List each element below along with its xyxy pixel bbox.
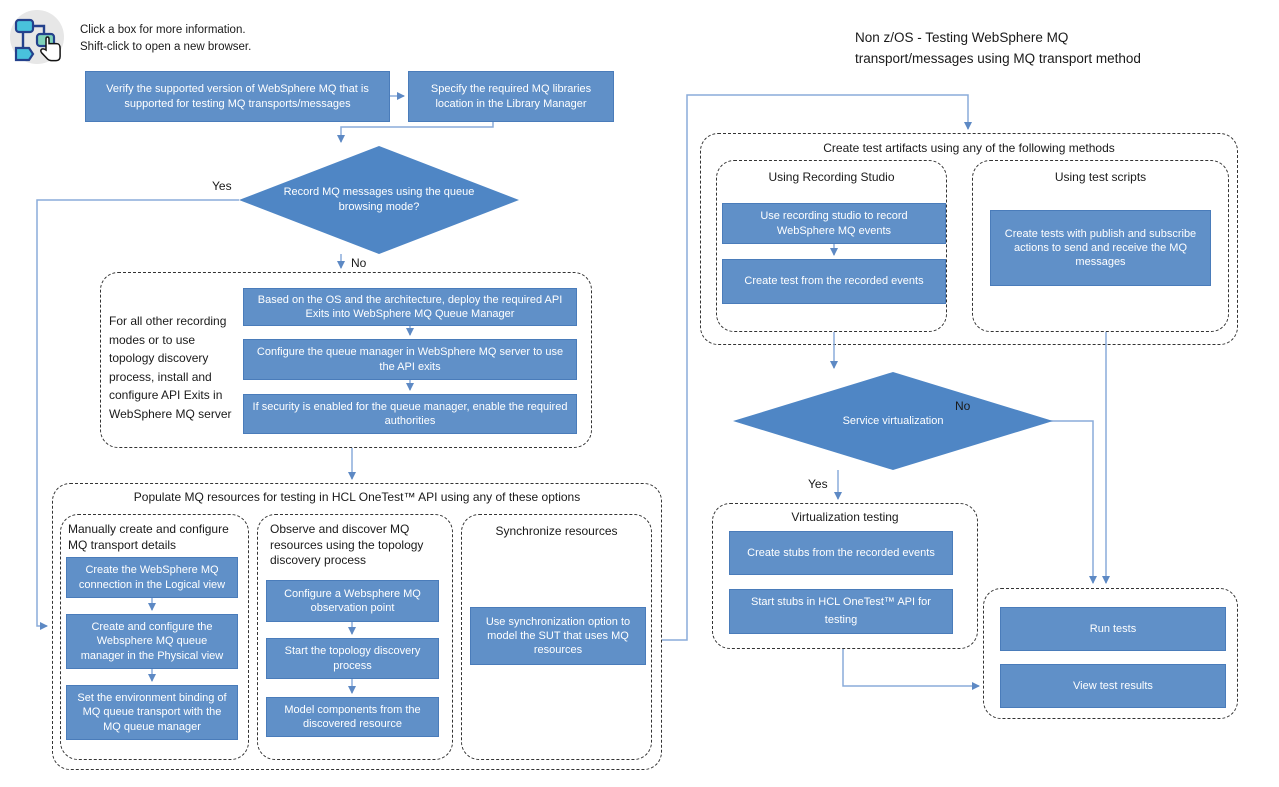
create-pubsub-tests-box[interactable]: Create tests with publish and subscribe … xyxy=(990,210,1211,286)
api-exits-note: For all other recording modes or to use … xyxy=(109,314,232,421)
synchronize-container xyxy=(461,514,652,760)
specify-libraries-box[interactable]: Specify the required MQ libraries locati… xyxy=(408,71,614,122)
record-no-label: No xyxy=(351,256,367,270)
run-tests-container xyxy=(983,588,1238,719)
create-artifacts-title: Create test artifacts using any of the f… xyxy=(823,141,1115,155)
instruction-line: Shift-click to open a new browser. xyxy=(80,41,252,54)
virtualization-yes-label: Yes xyxy=(808,477,828,491)
virtualization-testing-title: Virtualization testing xyxy=(791,510,899,524)
hand-cursor-icon xyxy=(40,36,61,62)
title-line: transport/messages using MQ transport me… xyxy=(855,50,1141,66)
configure-observation-box[interactable]: Configure a Websphere MQ observation poi… xyxy=(266,580,439,622)
populate-resources-title: Populate MQ resources for testing in HCL… xyxy=(133,490,581,504)
test-scripts-title: Using test scripts xyxy=(1054,170,1147,184)
create-test-recorded-box[interactable]: Create test from the recorded events xyxy=(722,259,946,304)
populate-resources-container xyxy=(52,483,662,770)
verify-version-box[interactable]: Verify the supported version of WebSpher… xyxy=(85,71,390,122)
virtualization-testing-container xyxy=(712,503,978,649)
start-topology-box[interactable]: Start the topology discovery process xyxy=(266,638,439,679)
page-title: Non z/OS - Testing WebSphere MQ transpor… xyxy=(855,28,1141,70)
recording-studio-container xyxy=(716,160,947,332)
arrow-specify-to-record-decision xyxy=(337,122,494,143)
record-yes-label: Yes xyxy=(212,179,232,193)
flowchart-click-icon xyxy=(10,10,64,64)
run-tests-box[interactable]: Run tests xyxy=(1000,607,1226,651)
view-test-results-box[interactable]: View test results xyxy=(1000,664,1226,708)
set-environment-binding-box[interactable]: Set the environment binding of MQ queue … xyxy=(66,685,238,740)
enable-authorities-box[interactable]: If security is enabled for the queue man… xyxy=(243,394,577,434)
test-scripts-container xyxy=(972,160,1229,332)
title-line: Non z/OS - Testing WebSphere MQ xyxy=(855,30,1069,45)
use-recording-studio-box[interactable]: Use recording studio to record WebSphere… xyxy=(722,203,946,244)
icon-pentagon-shape xyxy=(14,46,35,62)
create-queue-manager-box[interactable]: Create and configure the Websphere MQ qu… xyxy=(66,614,238,669)
use-synchronization-box[interactable]: Use synchronization option to model the … xyxy=(470,607,646,665)
icon-box-shape xyxy=(14,18,35,34)
header-instructions: Click a box for more information. Shift-… xyxy=(80,22,251,57)
create-artifacts-container xyxy=(700,133,1238,345)
observe-discover-title: Observe and discover MQ resources using … xyxy=(270,522,424,568)
create-connection-box[interactable]: Create the WebSphere MQ connection in th… xyxy=(66,557,238,598)
create-stubs-box[interactable]: Create stubs from the recorded events xyxy=(729,531,953,575)
icon-connector-lines xyxy=(21,24,46,47)
manual-configure-title: Manually create and configure MQ transpo… xyxy=(68,522,229,552)
manual-configure-container xyxy=(60,514,249,760)
observe-discover-container xyxy=(257,514,453,760)
virtualization-no-label: No xyxy=(955,399,971,413)
synchronize-title: Synchronize resources xyxy=(495,524,618,538)
api-exits-container xyxy=(100,272,592,448)
arrow-virtualization-testing-to-results xyxy=(842,649,980,690)
model-components-box[interactable]: Model components from the discovered res… xyxy=(266,697,439,737)
arrow-record-yes-to-populate xyxy=(36,199,239,630)
recording-studio-title: Using Recording Studio xyxy=(768,170,895,184)
instruction-line: Click a box for more information. xyxy=(80,24,246,36)
arrow-populate-to-artifacts xyxy=(662,94,972,641)
configure-queue-manager-box[interactable]: Configure the queue manager in WebSphere… xyxy=(243,339,577,380)
deploy-api-exits-box[interactable]: Based on the OS and the architecture, de… xyxy=(243,288,577,326)
start-stubs-box[interactable]: Start stubs in HCL OneTest™ API for test… xyxy=(729,589,953,634)
